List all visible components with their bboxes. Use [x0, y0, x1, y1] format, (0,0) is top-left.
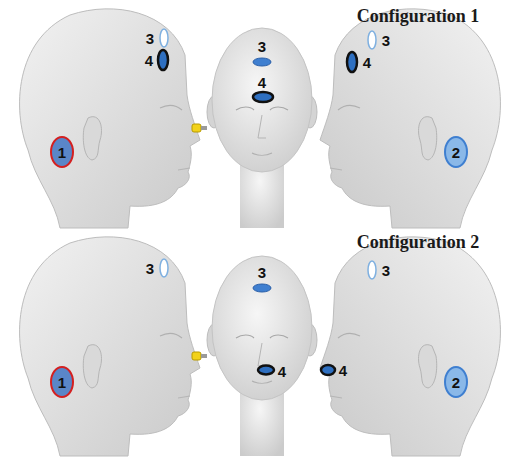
callout-number: 3 [382, 33, 390, 48]
configuration-heading: Configuration 1 [357, 7, 480, 25]
callout-number: 3 [146, 261, 154, 276]
callout-number: 1 [58, 145, 66, 160]
callout-number: 4 [145, 53, 153, 68]
callout-number: 2 [452, 375, 460, 390]
callout-number: 3 [146, 31, 154, 46]
callout-number: 2 [452, 145, 460, 160]
callout-number: 3 [382, 263, 390, 278]
callout-number: 4 [363, 55, 371, 70]
callout-number: 4 [339, 363, 347, 378]
callout-number: 4 [258, 75, 266, 90]
callout-number: 3 [258, 265, 266, 280]
callout-number: 3 [258, 39, 266, 54]
callout-number: 1 [58, 375, 66, 390]
configuration-heading: Configuration 2 [357, 233, 480, 251]
callout-number: 4 [278, 364, 286, 379]
